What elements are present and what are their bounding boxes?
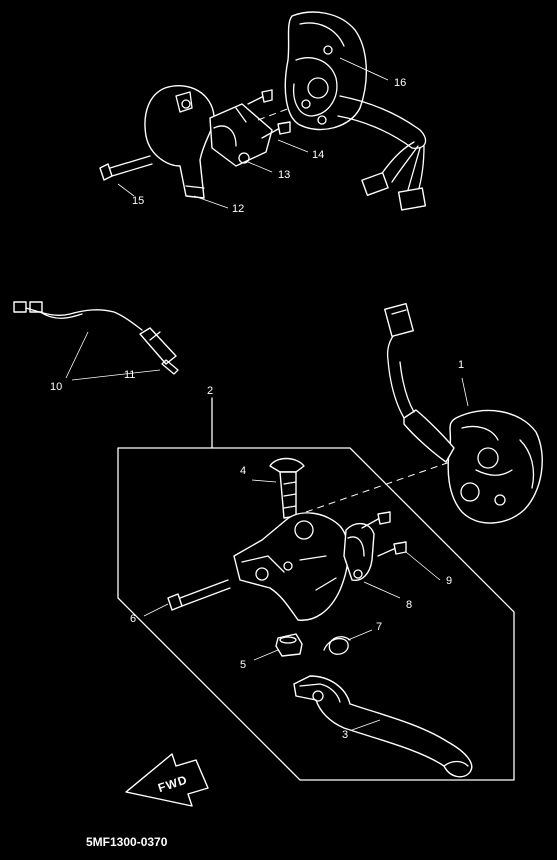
callout-13: 13 [278, 169, 290, 181]
part-9-screw [361, 511, 407, 557]
part-6-bolt [167, 579, 231, 611]
callout-3: 3 [342, 729, 348, 741]
part-13-clamp [209, 103, 273, 167]
callout-7: 7 [376, 621, 382, 633]
callout-8: 8 [406, 599, 412, 611]
part-14-screw [247, 89, 291, 139]
part-11-switch-plunger [139, 327, 179, 375]
part-12-switch-cover [144, 85, 215, 199]
callout-16: 16 [394, 77, 406, 89]
callout-5: 5 [240, 659, 246, 671]
callout-11: 11 [124, 369, 135, 381]
callout-9: 9 [446, 575, 452, 587]
callout-15: 15 [132, 195, 144, 207]
callout-2: 2 [207, 385, 213, 397]
part-16-switch-housing [284, 11, 427, 149]
part-15-screw [99, 155, 153, 181]
fwd-arrow-icon [125, 753, 209, 807]
part-8-clamp [343, 523, 375, 581]
callout-6: 6 [130, 613, 136, 625]
part-16-wire-harness [361, 141, 427, 211]
callout-12: 12 [232, 203, 244, 215]
assembly-2-outline [117, 447, 515, 781]
part-7-spring [323, 636, 351, 655]
part-5-nut [275, 633, 303, 657]
callout-14: 14 [312, 149, 324, 161]
callout-1: 1 [458, 359, 464, 371]
lever-holder [233, 512, 349, 621]
part-3-clutch-lever [293, 675, 473, 778]
part-4-pivot-bolt [269, 457, 305, 519]
callout-10: 10 [50, 381, 62, 393]
part-10-clutch-switch [13, 301, 143, 331]
figure-code: 5MF1300-0370 [86, 835, 168, 849]
callout-4: 4 [240, 465, 246, 477]
part-1-wire-harness [384, 302, 455, 463]
part-1-handlebar-switch [447, 409, 543, 524]
